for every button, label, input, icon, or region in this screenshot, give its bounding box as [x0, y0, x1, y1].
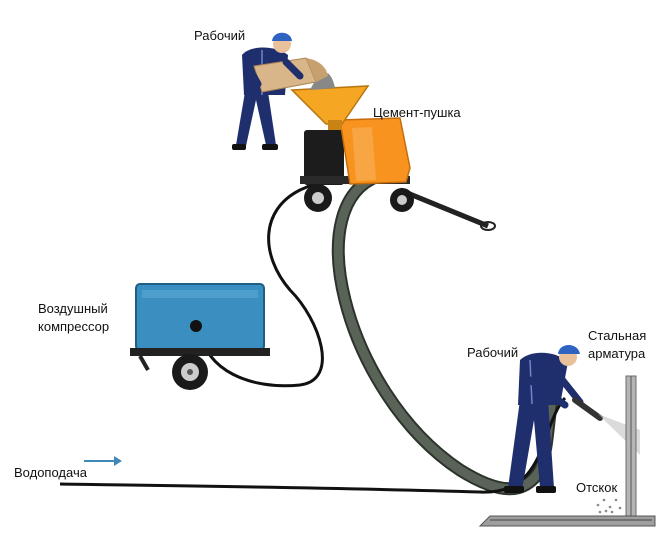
- arrow-right-icon: [84, 456, 122, 466]
- label-rebar-line1: Стальная: [588, 328, 646, 343]
- cement-gun-icon: [290, 72, 496, 231]
- label-water-supply: Водоподача: [14, 465, 88, 480]
- worker-icon: [232, 32, 328, 150]
- label-cement-gun: Цемент-пушка: [373, 105, 461, 120]
- air-compressor-icon: [130, 283, 270, 390]
- air-hose: [198, 178, 324, 388]
- label-worker-top: Рабочий: [194, 28, 245, 43]
- label-worker-right: Рабочий: [467, 345, 518, 360]
- label-rebound: Отскок: [576, 480, 617, 495]
- label-rebar-line2: арматура: [588, 346, 646, 361]
- nozzleman-icon: [504, 345, 584, 493]
- rebar-wall: [478, 375, 656, 527]
- label-compressor-line1: Воздушный: [38, 301, 108, 316]
- label-compressor-line2: компрессор: [38, 319, 109, 334]
